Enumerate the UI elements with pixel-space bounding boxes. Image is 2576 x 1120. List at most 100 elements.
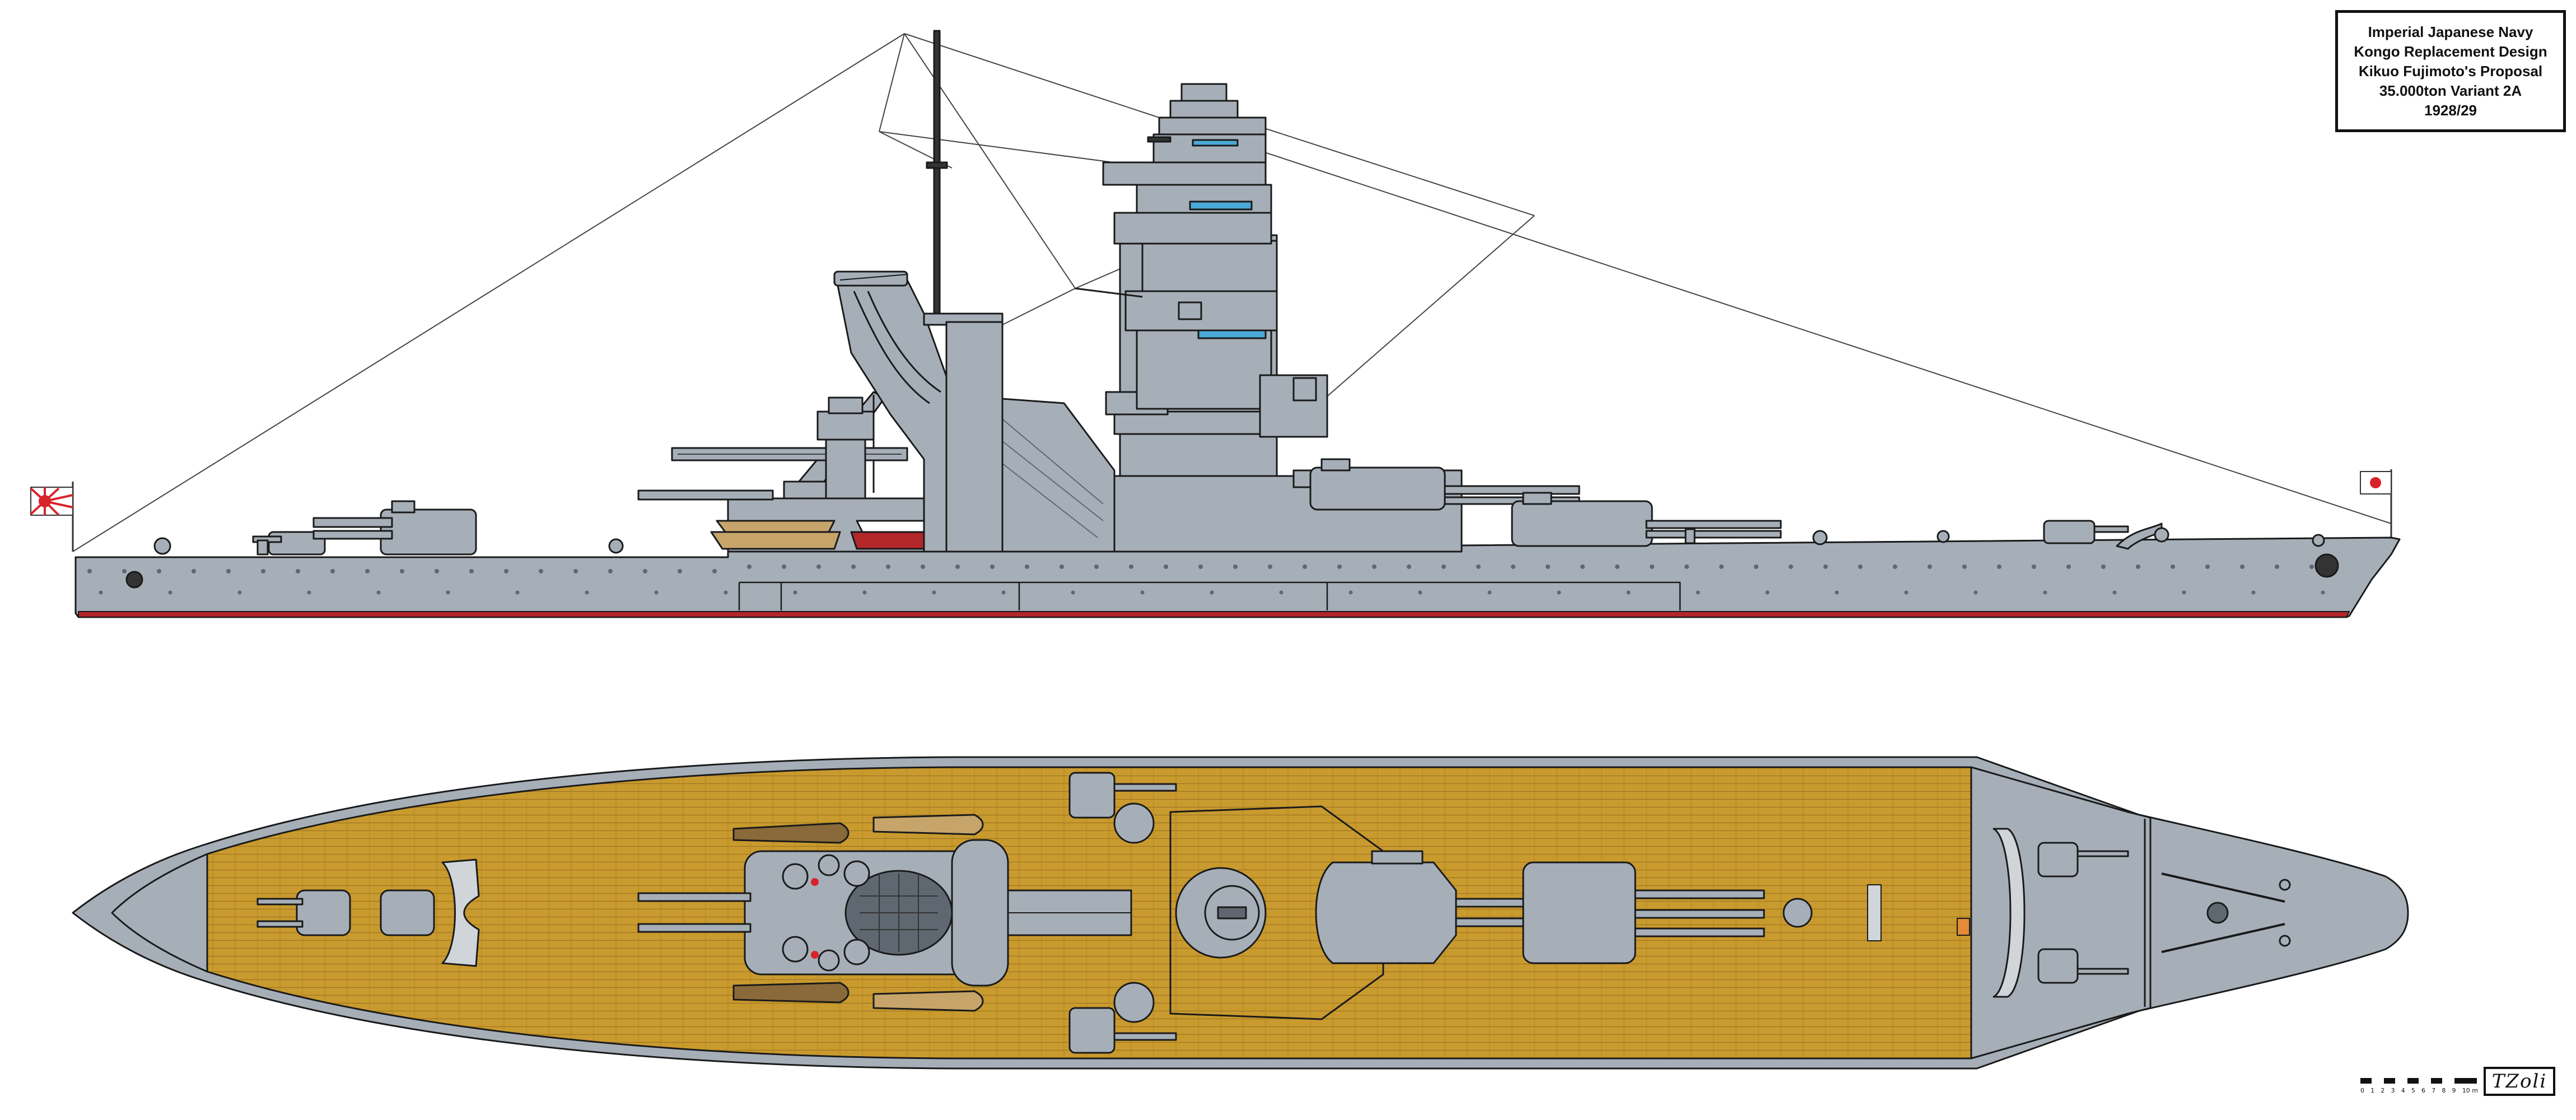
porthole bbox=[122, 569, 127, 573]
funnel-plan bbox=[951, 839, 1132, 987]
porthole bbox=[99, 590, 103, 595]
porthole bbox=[168, 590, 172, 595]
porthole bbox=[1441, 564, 1446, 569]
porthole bbox=[1789, 564, 1793, 569]
porthole bbox=[504, 569, 508, 573]
jack-flag bbox=[2360, 469, 2392, 538]
main-mast bbox=[923, 30, 1004, 553]
funnel-cap bbox=[833, 270, 908, 287]
porthole bbox=[1001, 590, 1006, 595]
porthole bbox=[1626, 590, 1631, 595]
porthole bbox=[1198, 564, 1203, 569]
title-year: 1928/29 bbox=[2424, 101, 2477, 119]
boats-plan bbox=[732, 814, 984, 1012]
title-variant: 35.000ton Variant 2A bbox=[2379, 82, 2522, 99]
porthole bbox=[1580, 564, 1585, 569]
porthole bbox=[1094, 564, 1099, 569]
porthole bbox=[87, 569, 92, 573]
porthole bbox=[1765, 590, 1770, 595]
aft-turret-y-plan bbox=[380, 889, 435, 936]
porthole bbox=[851, 564, 856, 569]
porthole bbox=[2321, 590, 2325, 595]
porthole bbox=[1140, 590, 1145, 595]
aft-turret-y bbox=[312, 500, 477, 556]
aft-turret-x bbox=[252, 531, 326, 556]
plan-view bbox=[72, 756, 2409, 1070]
artist-signature: TZoli bbox=[2484, 1067, 2555, 1096]
funnel-vent-curves bbox=[853, 291, 941, 404]
porthole bbox=[192, 569, 196, 573]
ensign-flag bbox=[30, 482, 74, 552]
title-navy: Imperial Japanese Navy bbox=[2368, 23, 2533, 40]
porthole bbox=[1071, 590, 1075, 595]
porthole bbox=[1904, 590, 1908, 595]
porthole bbox=[608, 569, 613, 573]
porthole bbox=[296, 569, 300, 573]
searchlight-tower-aft bbox=[816, 396, 875, 500]
porthole bbox=[539, 569, 543, 573]
midship-superstructure bbox=[637, 850, 1004, 976]
porthole bbox=[782, 564, 786, 569]
deck-fittings bbox=[153, 527, 2325, 556]
forecastle-steel bbox=[1970, 766, 2152, 1060]
porthole bbox=[1418, 590, 1422, 595]
side-profile bbox=[30, 30, 2401, 618]
porthole bbox=[400, 569, 404, 573]
scale-tick-label: 2 bbox=[2381, 1087, 2385, 1094]
porthole bbox=[157, 569, 161, 573]
porthole bbox=[1858, 564, 1863, 569]
deck-hatch-orange bbox=[1957, 918, 1970, 936]
porthole bbox=[585, 590, 589, 595]
deck-hatch bbox=[1867, 884, 1882, 941]
porthole bbox=[365, 569, 370, 573]
porthole bbox=[1407, 564, 1411, 569]
breakwater bbox=[1992, 828, 2026, 998]
waterline-boot-topping bbox=[78, 611, 2350, 618]
porthole bbox=[990, 564, 995, 569]
porthole bbox=[2112, 590, 2117, 595]
scale-tick-label: 5 bbox=[2411, 1087, 2415, 1094]
porthole bbox=[2205, 564, 2210, 569]
porthole bbox=[1476, 564, 1481, 569]
porthole bbox=[1372, 564, 1376, 569]
forward-turret-a-plan bbox=[1522, 861, 1813, 964]
porthole bbox=[1962, 564, 1967, 569]
stern-crest bbox=[125, 571, 143, 589]
title-block: Imperial Japanese Navy Kongo Replacement… bbox=[2335, 10, 2566, 132]
porthole bbox=[932, 590, 936, 595]
title-design: Kongo Replacement Design bbox=[2354, 43, 2547, 60]
porthole bbox=[330, 569, 335, 573]
porthole bbox=[654, 590, 659, 595]
porthole bbox=[1928, 564, 1932, 569]
porthole bbox=[435, 569, 439, 573]
porthole bbox=[1546, 564, 1550, 569]
porthole bbox=[2171, 564, 2175, 569]
porthole bbox=[2101, 564, 2106, 569]
porthole bbox=[862, 590, 867, 595]
rigging-wires bbox=[72, 33, 2392, 552]
porthole bbox=[1487, 590, 1492, 595]
porthole bbox=[307, 590, 311, 595]
hull-portholes bbox=[87, 564, 2325, 595]
scale-tick-label: 1 bbox=[2370, 1087, 2375, 1094]
anchor-gear-plan bbox=[2161, 872, 2291, 953]
porthole bbox=[1303, 564, 1307, 569]
porthole bbox=[1615, 564, 1620, 569]
porthole bbox=[2251, 590, 2256, 595]
porthole bbox=[1129, 564, 1133, 569]
porthole bbox=[1233, 564, 1238, 569]
scale-tick-label: 7 bbox=[2432, 1087, 2436, 1094]
porthole bbox=[1650, 564, 1654, 569]
porthole bbox=[921, 564, 925, 569]
porthole bbox=[237, 590, 242, 595]
porthole bbox=[1511, 564, 1515, 569]
porthole bbox=[1684, 564, 1689, 569]
porthole bbox=[2066, 564, 2071, 569]
porthole bbox=[469, 569, 474, 573]
porthole bbox=[724, 590, 728, 595]
scale-tick-label: 0 bbox=[2360, 1087, 2364, 1094]
porthole bbox=[261, 569, 265, 573]
porthole bbox=[2275, 564, 2279, 569]
